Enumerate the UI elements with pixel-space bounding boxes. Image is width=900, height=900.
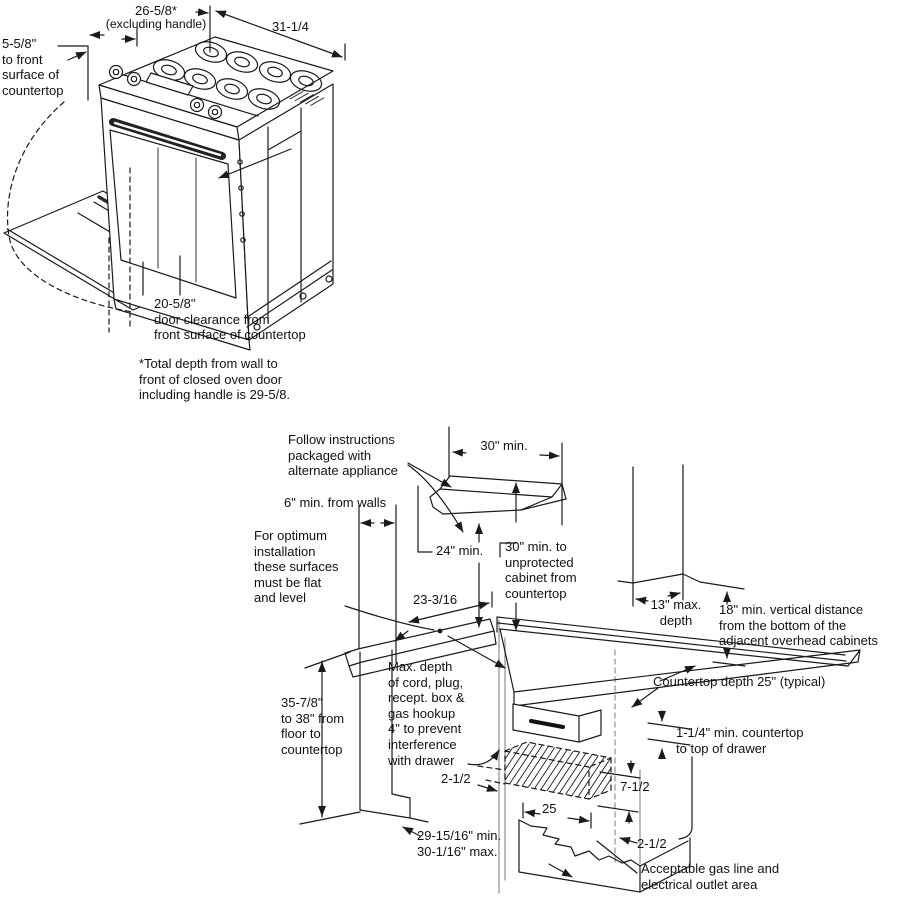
total-depth-note-label: *Total depth from wall to front of close… xyxy=(139,356,291,403)
door-clearance-label: 20-5/8" door clearance from front surfac… xyxy=(154,296,306,343)
countertop-front-label: 5-5/8" to front surface of countertop xyxy=(2,36,64,98)
dim-depth-label: 26-5/8* xyxy=(135,3,177,18)
countertop-depth-label: Countertop depth 25" (typical) xyxy=(653,674,826,689)
top-dimension-lines xyxy=(67,5,346,296)
hood-height-label: 24" min. xyxy=(436,543,484,558)
stove-isometric-drawing xyxy=(98,36,334,351)
dim-width-label: 31-1/4 xyxy=(272,19,309,34)
outlet-width-label: 25 xyxy=(542,801,557,816)
offset-left-label: 2-1/2 xyxy=(441,771,471,786)
drawer-gap-label: 1-1/4" min. countertop to top of drawer xyxy=(676,725,804,756)
unprotected-cabinet-label: 30" min. to unprotected cabinet from cou… xyxy=(505,539,577,601)
bottom-dimension-lines xyxy=(299,591,746,878)
hatch-fill xyxy=(505,743,611,799)
burner-grates xyxy=(152,41,323,110)
counter-height-label: 35-7/8" to 38" from floor to countertop xyxy=(281,695,345,757)
hood-dimension-lines xyxy=(407,426,563,631)
walls-clearance-label: 6" min. from walls xyxy=(284,495,387,510)
cutout-width-label: 29-15/16" min. 30-1/16" max. xyxy=(417,828,502,859)
offset-right-label: 2-1/2 xyxy=(637,836,667,851)
cabinet-depth-label: 13" max. depth xyxy=(650,597,702,628)
control-knobs xyxy=(108,64,223,120)
follow-instructions-label: Follow instructions packaged with altern… xyxy=(288,432,398,479)
wall-reference-lines xyxy=(57,45,89,101)
outlet-height-label: 7-1/2 xyxy=(620,779,650,794)
outlet-area-label: Acceptable gas line and electrical outle… xyxy=(641,861,780,892)
hood-width-label: 30" min. xyxy=(480,438,528,453)
wall-depth-label: 23-3/16 xyxy=(413,592,458,607)
vertical-distance-label: 18" min. vertical distance from the bott… xyxy=(719,602,879,649)
cord-depth-label: Max. depth of cord, plug, recept. box & … xyxy=(388,659,465,768)
optimum-install-label: For optimum installation these surfaces … xyxy=(254,528,339,606)
vent-hood-drawing xyxy=(429,475,567,515)
door-swing-arc xyxy=(6,101,134,333)
dim-depth-note-label: (excluding handle) xyxy=(105,17,207,31)
